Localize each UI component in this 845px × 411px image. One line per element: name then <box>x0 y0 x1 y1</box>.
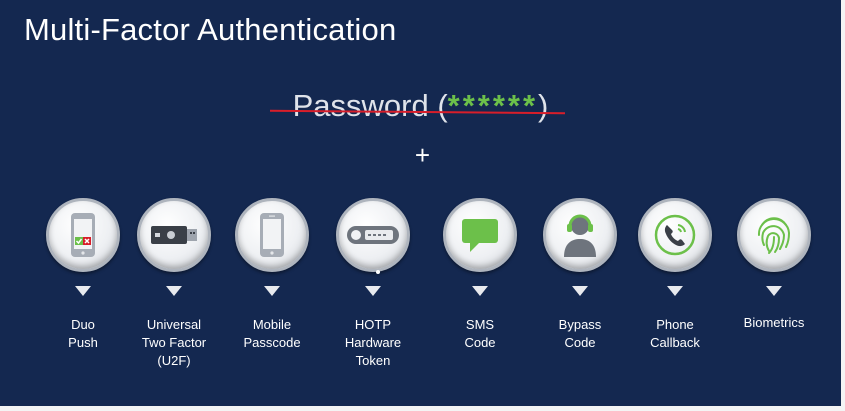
method-label: Mobile Passcode <box>243 317 301 350</box>
arrow-down-icon <box>472 286 488 296</box>
password-line: Password (******) <box>0 88 841 124</box>
arrow-down-icon <box>166 286 182 296</box>
mobile-phone-icon <box>235 198 309 272</box>
password-stars: ****** <box>447 88 539 123</box>
hardware-token-icon <box>336 198 410 272</box>
method-u2f: Universal Two Factor (U2F) <box>119 198 229 370</box>
arrow-down-icon <box>667 286 683 296</box>
method-label: Phone Callback <box>650 317 700 350</box>
fingerprint-icon <box>737 198 811 272</box>
duo-push-phone-icon <box>46 198 120 272</box>
password-close-paren: ) <box>538 88 549 123</box>
plus-sign: + <box>414 140 431 170</box>
sms-chat-bubble-icon <box>443 198 517 272</box>
method-bypass-code: Bypass Code <box>525 198 635 352</box>
method-label: Duo Push <box>68 317 98 350</box>
arrow-down-icon <box>572 286 588 296</box>
method-hotp-hardware-token: HOTP Hardware Token <box>318 198 428 370</box>
method-duo-push: Duo Push <box>28 198 138 352</box>
method-sms-code: SMS Code <box>425 198 535 352</box>
phone-callback-icon <box>638 198 712 272</box>
method-label: Universal Two Factor (U2F) <box>141 317 207 368</box>
arrow-down-icon <box>766 286 782 296</box>
arrow-down-icon <box>264 286 280 296</box>
method-phone-callback: Phone Callback <box>620 198 730 352</box>
method-biometrics: Biometrics <box>719 198 829 332</box>
pointer-dot <box>376 270 380 274</box>
usb-security-key-icon <box>137 198 211 272</box>
slide-title: Multi-Factor Authentication <box>24 12 397 47</box>
method-label: SMS Code <box>464 317 496 350</box>
arrow-down-icon <box>365 286 381 296</box>
method-label: Bypass Code <box>558 317 602 350</box>
arrow-down-icon <box>75 286 91 296</box>
method-label: Biometrics <box>743 315 805 330</box>
method-label: HOTP Hardware Token <box>344 317 402 368</box>
password-word: Password ( <box>292 88 448 123</box>
method-mobile-passcode: Mobile Passcode <box>217 198 327 352</box>
headset-agent-icon <box>543 198 617 272</box>
